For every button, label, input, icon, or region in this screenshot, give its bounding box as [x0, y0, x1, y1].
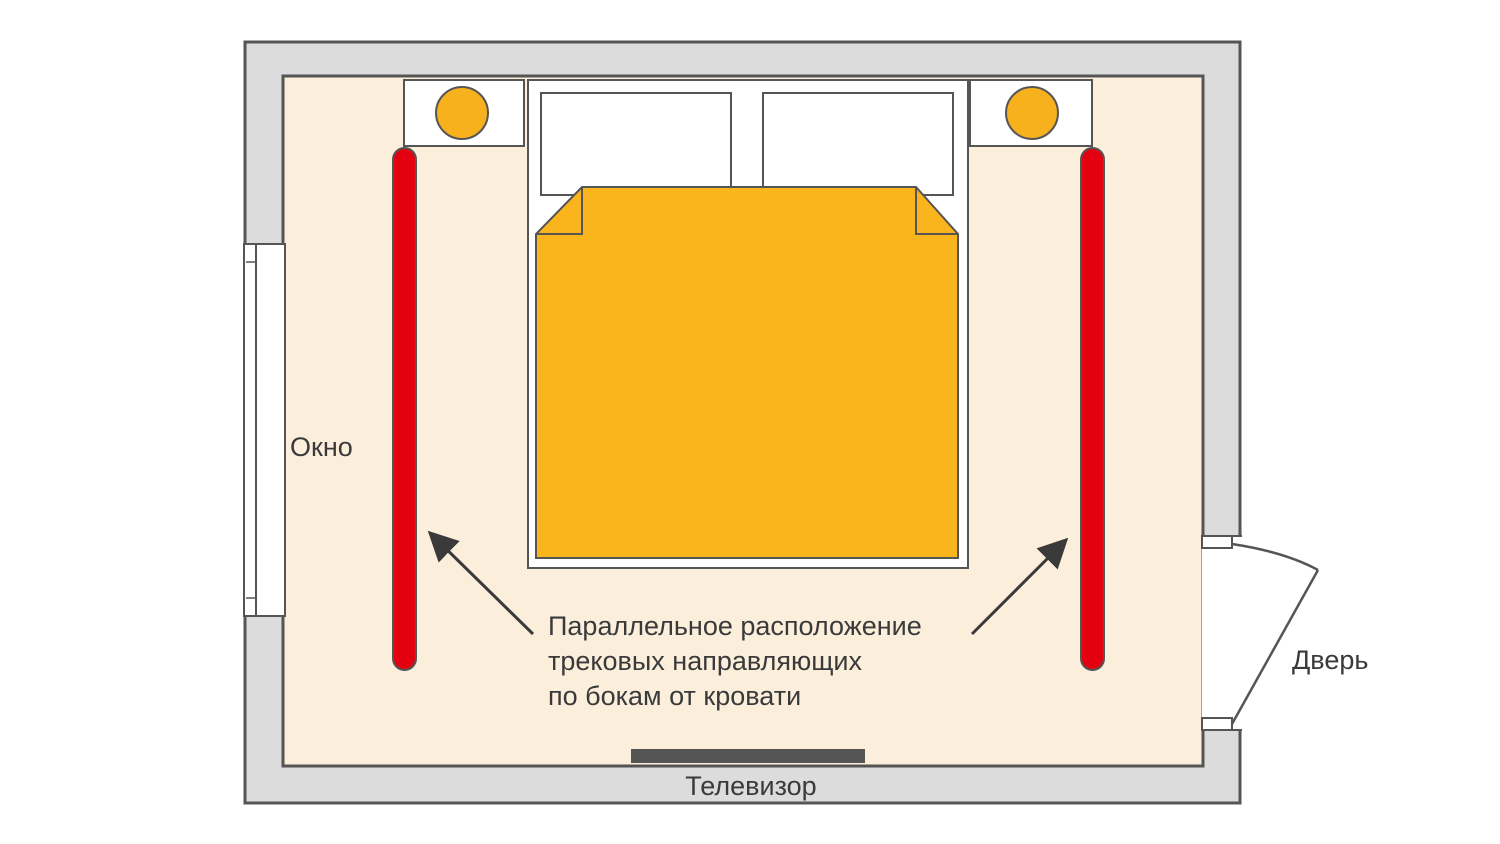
caption-line-1: Параллельное расположение — [548, 611, 922, 641]
door-label: Дверь — [1292, 645, 1368, 675]
circle-lamp-icon — [435, 86, 489, 140]
tv-label: Телевизор — [685, 771, 816, 801]
window-label: Окно — [290, 432, 353, 462]
pillow-left — [540, 92, 732, 196]
tv — [631, 749, 865, 763]
track-left — [392, 147, 417, 671]
circle-lamp-icon — [1005, 86, 1059, 140]
pillow-right — [762, 92, 954, 196]
bed — [527, 79, 969, 569]
track-right — [1080, 147, 1105, 671]
caption-line-2: трековых направляющих — [548, 646, 863, 676]
window — [243, 243, 286, 617]
arrow-icon — [427, 530, 535, 636]
bedspread — [535, 186, 959, 559]
door — [1201, 535, 1320, 731]
caption-line-3: по бокам от кровати — [548, 681, 801, 711]
arrow-icon — [970, 537, 1069, 636]
